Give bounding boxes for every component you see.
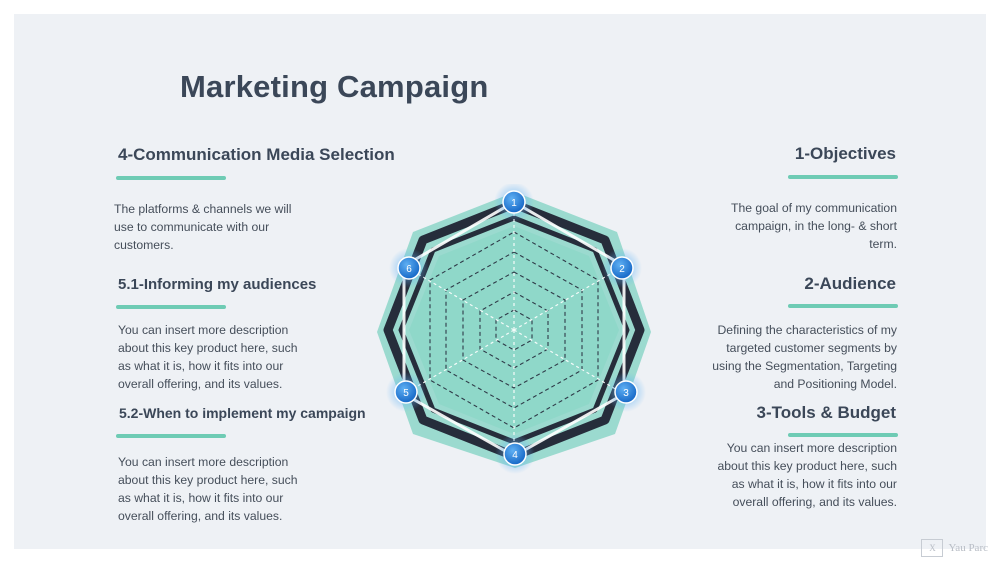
text-line: overall offering, and its values. <box>732 495 897 509</box>
slide-title: Marketing Campaign <box>180 69 489 104</box>
radar-node-5: 5 <box>386 372 426 412</box>
description-audience: Defining the characteristics of my targe… <box>712 321 897 393</box>
radar-node-3: 3 <box>606 372 646 412</box>
text-line: overall offering, and its values. <box>118 509 283 523</box>
heading-objectives: 1-Objectives <box>794 144 896 163</box>
description-informing-audiences: You can insert more description about th… <box>118 321 298 393</box>
radar-node-6: 6 <box>389 248 429 288</box>
underline <box>788 175 898 179</box>
node-label: 6 <box>406 264 412 275</box>
text-line: campaign, in the long- & short <box>735 219 897 233</box>
description-objectives: The goal of my communication campaign, i… <box>731 199 897 253</box>
description-communication-media: The platforms & channels we will use to … <box>114 200 291 254</box>
heading-communication-media: 4-Communication Media Selection <box>118 145 395 164</box>
text-line: about this key product here, such <box>118 341 298 355</box>
heading-tools-budget: 3-Tools & Budget <box>756 403 896 422</box>
text-line: targeted customer segments by <box>726 341 897 355</box>
radar-node-1: 1 <box>494 184 534 222</box>
node-label: 5 <box>403 388 409 399</box>
underline <box>116 305 226 309</box>
text-line: about this key product here, such <box>717 459 897 473</box>
node-label: 2 <box>619 264 625 275</box>
node-label: 1 <box>511 198 517 209</box>
text-line: You can insert more description <box>726 441 897 455</box>
description-when-to-implement: You can insert more description about th… <box>118 453 298 525</box>
underline <box>788 304 898 308</box>
text-line: Defining the characteristics of my <box>717 323 898 337</box>
text-line: about this key product here, such <box>118 473 298 487</box>
text-line: use to communicate with our <box>114 220 270 234</box>
text-line: overall offering, and its values. <box>118 377 283 391</box>
heading-informing-audiences: 5.1-Informing my audiences <box>118 276 317 293</box>
text-line: The platforms & channels we will <box>114 202 292 216</box>
radar-node-4: 4 <box>495 434 535 474</box>
text-line: You can insert more description <box>118 323 289 337</box>
underline <box>788 433 898 437</box>
text-line: The goal of my communication <box>731 201 897 215</box>
watermark: X Yau Parc <box>921 539 988 557</box>
underline <box>116 434 226 438</box>
text-line: using the Segmentation, Targeting <box>712 359 897 373</box>
radar-diagram: 1 2 3 4 5 6 <box>377 184 651 474</box>
heading-when-to-implement: 5.2-When to implement my campaign <box>119 405 366 421</box>
heading-audience: 2-Audience <box>804 274 896 293</box>
text-line: term. <box>869 237 897 251</box>
text-line: and Positioning Model. <box>773 377 897 391</box>
watermark-text: Yau Parc <box>948 542 988 554</box>
text-line: as what it is, how it fits into our <box>118 359 284 373</box>
text-line: You can insert more description <box>118 455 289 469</box>
radar-node-2: 2 <box>602 248 642 288</box>
slide: Marketing Campaign 4-Communication Media… <box>14 14 986 549</box>
text-line: as what it is, how it fits into our <box>731 477 897 491</box>
description-tools-budget: You can insert more description about th… <box>717 439 897 511</box>
node-label: 3 <box>623 388 629 399</box>
text-line: customers. <box>114 238 174 252</box>
watermark-logo-icon: X <box>921 539 944 557</box>
underline <box>116 176 226 180</box>
node-label: 4 <box>512 450 518 461</box>
text-line: as what it is, how it fits into our <box>118 491 284 505</box>
